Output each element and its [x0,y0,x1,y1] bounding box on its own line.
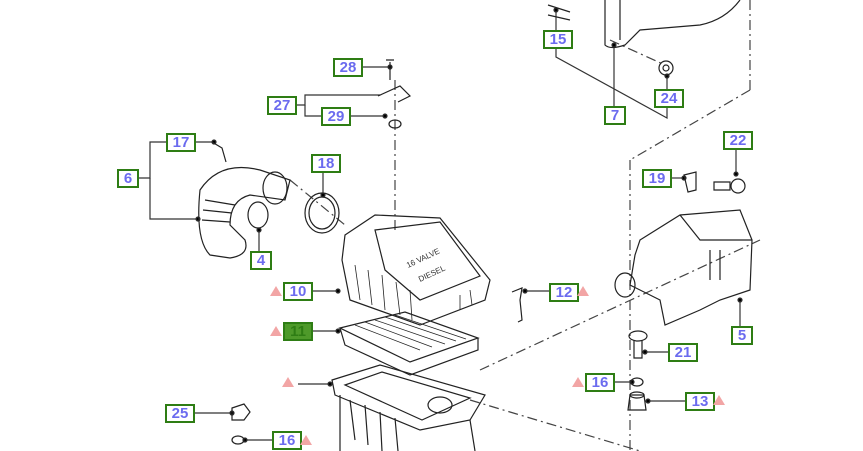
callout-13[interactable]: 13 [685,392,715,411]
callout-27[interactable]: 27 [267,96,297,115]
warning-triangle-icon [282,377,294,387]
callout-12[interactable]: 12 [549,283,579,302]
warning-triangle-icon [300,435,312,445]
callout-19[interactable]: 19 [642,169,672,188]
callout-10[interactable]: 10 [283,282,313,301]
callout-29[interactable]: 29 [321,107,351,126]
centerlines [289,0,761,451]
warning-triangle-icon [713,395,725,405]
callout-21[interactable]: 21 [668,343,698,362]
warning-triangle-icon [577,286,589,296]
callout-7[interactable]: 7 [604,106,626,125]
callout-25[interactable]: 25 [165,404,195,423]
callout-16-right[interactable]: 16 [585,373,615,392]
callout-24[interactable]: 24 [654,89,684,108]
callout-17[interactable]: 17 [166,133,196,152]
warning-triangle-icon [270,286,282,296]
cover-text-2: DIESEL [417,263,447,283]
callout-16-lower[interactable]: 16 [272,431,302,450]
callout-22[interactable]: 22 [723,131,753,150]
leader-lines [135,7,743,443]
callout-11-selected[interactable]: 11 [283,322,313,341]
callout-5[interactable]: 5 [731,326,753,345]
callout-6[interactable]: 6 [117,169,139,188]
callout-28[interactable]: 28 [333,58,363,77]
callout-4[interactable]: 4 [250,251,272,270]
warning-triangle-icon [572,377,584,387]
callout-15[interactable]: 15 [543,30,573,49]
callout-18[interactable]: 18 [311,154,341,173]
warning-triangle-icon [270,326,282,336]
